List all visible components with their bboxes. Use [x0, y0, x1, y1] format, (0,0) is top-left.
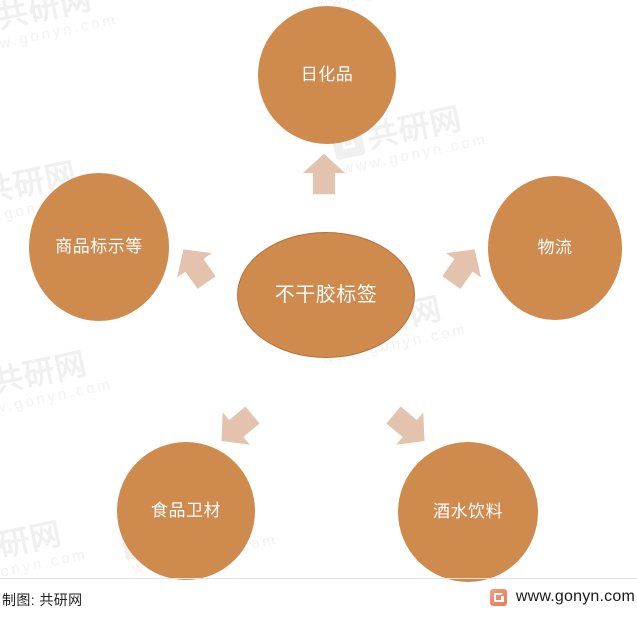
- node-bottom-right[interactable]: 酒水饮料: [398, 442, 538, 582]
- gonyn-logo-icon: [489, 588, 507, 606]
- node-center[interactable]: 不干胶标签: [237, 232, 415, 358]
- arrow-to-left-icon: [163, 234, 227, 298]
- footer-site[interactable]: www.gonyn.com: [489, 588, 635, 606]
- node-bottom-left[interactable]: 食品卫材: [117, 442, 255, 580]
- node-top-label: 日化品: [300, 64, 354, 84]
- node-right-label: 物流: [537, 237, 573, 257]
- arrow-to-right-icon: [431, 234, 495, 298]
- node-right[interactable]: 物流: [488, 176, 622, 320]
- arrow-to-bottom-right-icon: [377, 396, 442, 461]
- footer-credit: 制图: 共研网: [2, 592, 83, 608]
- footer: 制图: 共研网 www.gonyn.com: [0, 578, 637, 617]
- arrow-to-top-icon: [301, 151, 347, 197]
- arrow-to-bottom-left-icon: [205, 396, 270, 461]
- node-bottom-left-label: 食品卫材: [151, 500, 221, 520]
- node-left[interactable]: 商品标示等: [29, 173, 169, 321]
- node-bottom-right-label: 酒水饮料: [433, 501, 503, 521]
- footer-url[interactable]: www.gonyn.com: [515, 588, 635, 605]
- node-left-label: 商品标示等: [55, 236, 143, 256]
- node-top[interactable]: 日化品: [258, 6, 396, 144]
- node-center-label: 不干胶标签: [274, 284, 378, 306]
